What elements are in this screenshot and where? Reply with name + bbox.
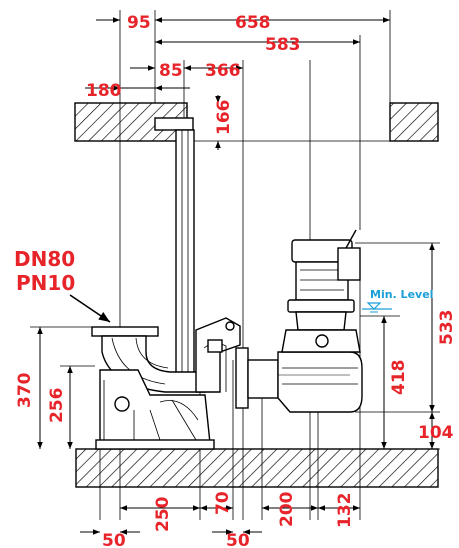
dim-180: 180 (86, 81, 122, 101)
flange-dn-label: DN80 (14, 247, 75, 271)
min-level-symbol (362, 302, 392, 313)
dim-166: 166 (214, 100, 234, 136)
ceiling-slab-right (389, 102, 439, 142)
dim-50-right: 50 (226, 531, 250, 548)
dim-132: 132 (335, 493, 355, 529)
dimension-lines (37, 17, 435, 535)
dim-583: 583 (265, 35, 301, 55)
dim-658: 658 (235, 13, 271, 33)
flange-leader-arrow (69, 294, 111, 323)
pump-volute (235, 347, 363, 413)
duckfoot-base (95, 369, 215, 450)
dim-85: 85 (159, 61, 183, 81)
pump-motor (281, 229, 361, 353)
dim-95: 95 (127, 13, 151, 33)
dim-418: 418 (389, 360, 409, 396)
dim-533: 533 (437, 310, 457, 346)
dim-70: 70 (213, 491, 233, 515)
coupling-claw (195, 317, 241, 393)
dim-256: 256 (47, 388, 67, 424)
floor-slab (75, 448, 439, 488)
dim-250: 250 (153, 496, 173, 532)
flange-pn-label: PN10 (16, 271, 75, 295)
dim-200: 200 (277, 491, 297, 527)
dim-50-left: 50 (102, 531, 126, 548)
guide-rail (154, 117, 195, 381)
dim-104: 104 (418, 423, 454, 443)
dim-366: 366 (205, 61, 241, 81)
dim-370: 370 (15, 372, 35, 408)
min-level-label: Min. Level (370, 288, 433, 301)
